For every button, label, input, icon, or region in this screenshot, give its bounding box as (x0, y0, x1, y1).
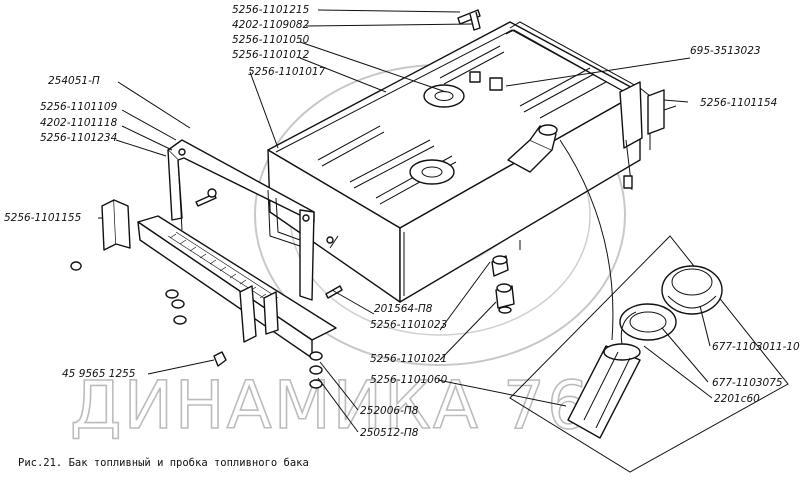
label-677-1103075: 677-1103075 (712, 377, 783, 389)
watermark-text: ДИНАМИКА 76 (70, 367, 591, 444)
left-bracket (167, 139, 315, 301)
label-5256-1101234: 5256-1101234 (40, 132, 117, 144)
label-5256-1101215: 5256-1101215 (232, 4, 310, 16)
label-4202-1101118: 4202-1101118 (40, 117, 118, 129)
tank-flange-rear (423, 84, 465, 108)
label-5256-1101050: 5256-1101050 (232, 34, 310, 46)
label-5256-1101021: 5256-1101021 (370, 353, 447, 365)
label-5256-1101023: 5256-1101023 (370, 319, 447, 331)
label-5256-1101154: 5256-1101154 (700, 97, 777, 109)
tank-straps (505, 21, 677, 191)
support-beam (137, 215, 337, 359)
label-5256-1101017: 5256-1101017 (248, 66, 326, 78)
rubber-pad (101, 199, 131, 251)
label-252006-p8: 252006-П8 (360, 405, 419, 417)
filler-cap-detail (509, 235, 789, 473)
label-4202-1109082: 4202-1109082 (232, 19, 310, 31)
label-695-3513023: 695-3513023 (690, 45, 761, 57)
label-254051-p: 254051-П (48, 75, 100, 87)
tank-ribs (317, 45, 607, 205)
part-labels: 5256-1101215 4202-1109082 5256-1101050 5… (4, 4, 800, 439)
label-5256-1101155: 5256-1101155 (4, 212, 82, 224)
label-677-1103011-10: 677-1103011-10 (712, 341, 800, 353)
tee-fitting (457, 9, 503, 91)
label-250512-p8: 250512-П8 (360, 427, 419, 439)
label-201564-p8: 201564-П8 (374, 303, 433, 315)
label-45-9565-1255: 45 9565 1255 (62, 368, 136, 380)
fasteners (70, 188, 343, 389)
leader-lines (98, 9, 713, 433)
tank-flange-front (409, 159, 455, 185)
filler-neck (507, 124, 558, 173)
label-2201c60: 2201с60 (714, 393, 760, 405)
label-5256-1101109: 5256-1101109 (40, 101, 118, 113)
label-5256-1101060: 5256-1101060 (370, 374, 448, 386)
label-5256-1101012: 5256-1101012 (232, 49, 310, 61)
figure-caption: Рис.21. Бак топливный и пробка топливног… (18, 457, 309, 469)
detail-link (559, 139, 614, 341)
sensor-fittings (491, 255, 515, 314)
fuel-tank (267, 21, 641, 303)
